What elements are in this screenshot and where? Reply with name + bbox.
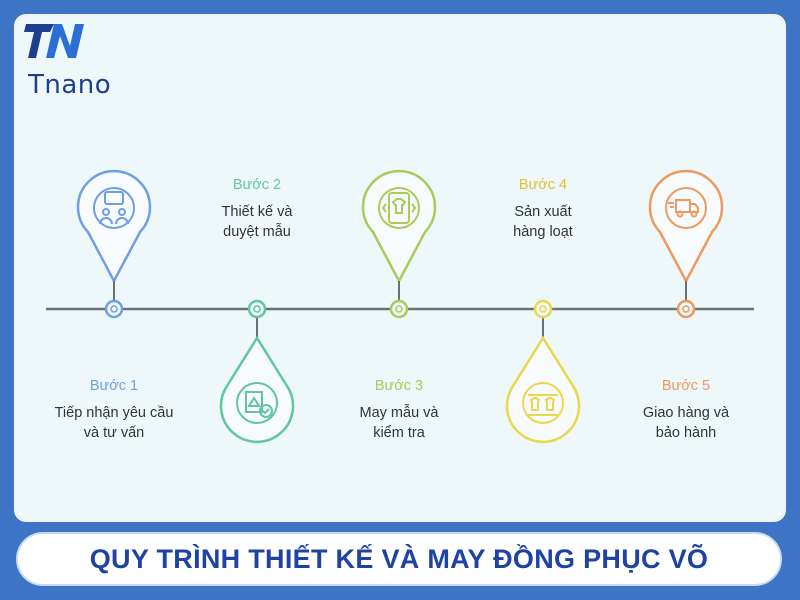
step-1: Bước 1 Tiếp nhận yêu cầu và tư vấn: [44, 378, 184, 443]
design-approval-icon: [236, 382, 278, 424]
tn-logo-mark: [24, 24, 84, 58]
delivery-truck-icon: [665, 187, 707, 229]
step-1-label: Bước 1: [89, 378, 139, 394]
step-5-text-line-1: Giao hàng và: [642, 405, 730, 421]
mass-production-icon: [522, 382, 564, 424]
brand-logo: Tnano: [20, 18, 120, 108]
step-5: Bước 5 Giao hàng và bảo hành: [616, 378, 756, 443]
step-2-text-line-2: duyệt mẫu: [223, 224, 291, 240]
pin-step-4: [505, 318, 581, 444]
banner-title: QUY TRÌNH THIẾT KẾ VÀ MAY ĐỒNG PHỤC VÕ: [89, 543, 709, 574]
sample-sewing-icon: [378, 187, 420, 229]
step-2-label: Bước 2: [232, 177, 282, 193]
pin-step-1: [76, 169, 152, 300]
step-3-label: Bước 3: [374, 378, 424, 394]
brand-name: Tnano: [28, 70, 112, 100]
step-3-text-line-1: May mẫu và: [359, 405, 439, 421]
title-banner: QUY TRÌNH THIẾT KẾ VÀ MAY ĐỒNG PHỤC VÕ: [16, 532, 782, 586]
step-4-label: Bước 4: [518, 177, 568, 193]
pin-step-3: [361, 169, 437, 300]
pin-step-5: [648, 169, 724, 300]
step-2-text-line-1: Thiết kế và: [221, 204, 293, 220]
step-3-text-line-2: kiểm tra: [373, 425, 425, 441]
step-4-text-line-1: Sản xuất: [514, 204, 572, 220]
step-2: Bước 2 Thiết kế và duyệt mẫu: [187, 177, 327, 242]
step-1-text-line-1: Tiếp nhận yêu cầu: [54, 405, 174, 421]
step-4-text-line-2: hàng loạt: [513, 224, 573, 240]
step-5-text-line-2: bảo hành: [655, 425, 717, 441]
step-4: Bước 4 Sản xuất hàng loạt: [473, 177, 613, 242]
step-1-text-line-2: và tư vấn: [83, 425, 145, 441]
step-5-label: Bước 5: [661, 378, 711, 394]
pin-step-2: [219, 318, 295, 444]
consultation-icon: [93, 187, 135, 229]
step-3: Bước 3 May mẫu và kiểm tra: [329, 378, 469, 443]
